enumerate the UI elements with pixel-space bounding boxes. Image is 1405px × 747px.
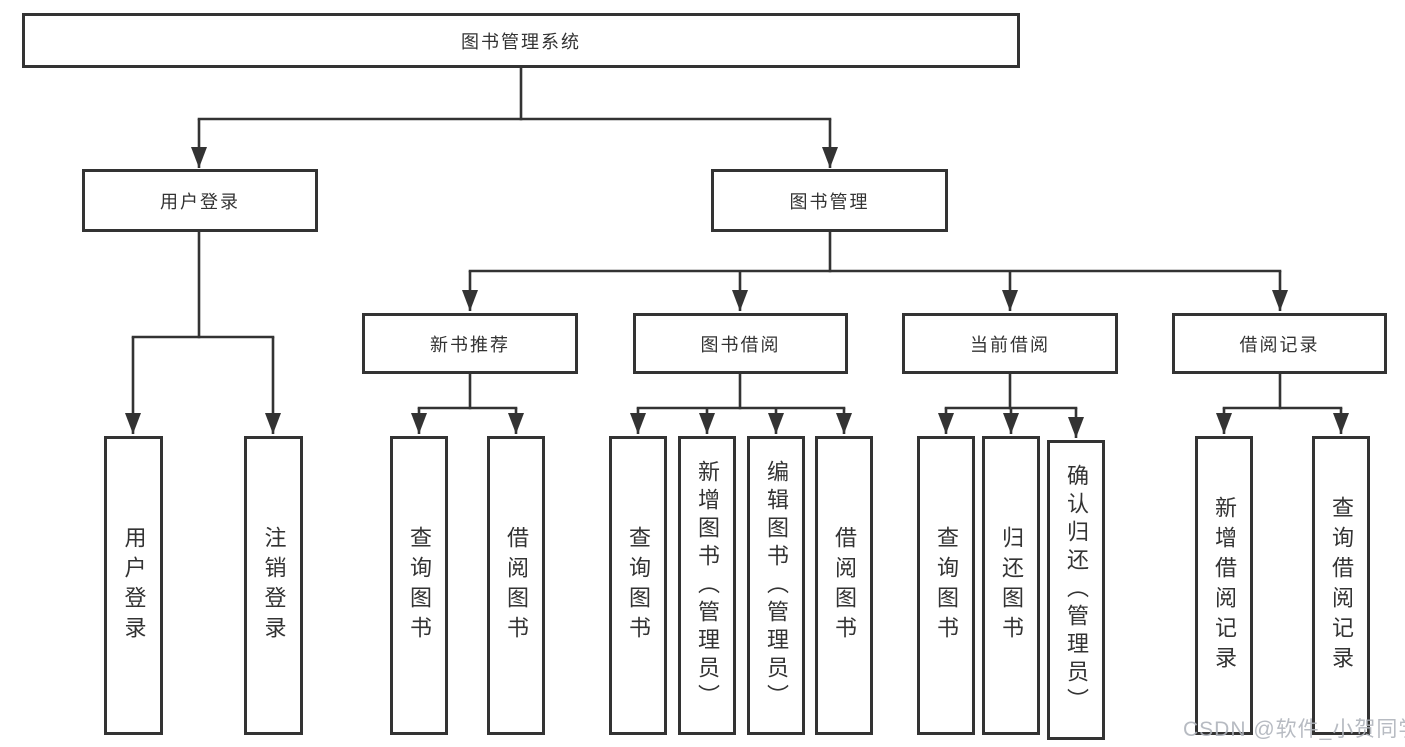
- leaf-add-borrow-record: 新增借阅记录: [1195, 436, 1253, 735]
- leaf-recommend-query-books: 查询图书: [390, 436, 448, 735]
- node-new-book-recommendation: 新书推荐: [362, 313, 578, 374]
- node-current-borrowing: 当前借阅: [902, 313, 1118, 374]
- node-label: 归还图书: [999, 525, 1024, 646]
- node-label: 查询借阅记录: [1329, 495, 1354, 676]
- node-label: 图书管理: [789, 191, 870, 212]
- node-label: 查询图书: [934, 525, 959, 646]
- node-label: 借阅记录: [1239, 334, 1320, 355]
- node-label: 用户登录: [121, 525, 147, 646]
- leaf-borrowing-query-books: 查询图书: [609, 436, 667, 735]
- node-label: 借阅图书: [832, 525, 857, 646]
- node-label: 新书推荐: [430, 334, 510, 355]
- node-borrowing-records: 借阅记录: [1172, 313, 1387, 374]
- node-label: 新增借阅记录: [1212, 495, 1237, 676]
- node-label: 图书管理系统: [461, 31, 581, 52]
- leaf-logout: 注销登录: [244, 436, 303, 735]
- node-label: 新增图书（管理员）: [695, 459, 720, 712]
- node-book-borrowing: 图书借阅: [633, 313, 848, 374]
- node-label: 查询图书: [407, 525, 432, 646]
- node-label: 图书借阅: [700, 334, 781, 355]
- leaf-return-books: 归还图书: [982, 436, 1040, 735]
- node-user-login: 用户登录: [82, 169, 318, 232]
- node-label: 注销登录: [261, 525, 287, 646]
- node-library-system-root: 图书管理系统: [22, 13, 1020, 68]
- node-label: 当前借阅: [970, 334, 1050, 355]
- leaf-current-query-books: 查询图书: [917, 436, 975, 735]
- node-label: 借阅图书: [504, 525, 529, 646]
- node-book-management: 图书管理: [711, 169, 948, 232]
- node-label: 查询图书: [626, 525, 651, 646]
- leaf-query-borrow-record: 查询借阅记录: [1312, 436, 1370, 735]
- leaf-recommend-borrow-books: 借阅图书: [487, 436, 545, 735]
- node-label: 用户登录: [160, 191, 240, 212]
- node-label: 确认归还（管理员）: [1064, 464, 1089, 716]
- csdn-watermark: CSDN @软件_小贺同学: [1183, 718, 1405, 741]
- leaf-borrowing-borrow-books: 借阅图书: [815, 436, 873, 735]
- leaf-user-login: 用户登录: [104, 436, 163, 735]
- leaf-edit-books-admin: 编辑图书（管理员）: [747, 436, 805, 735]
- node-label: 编辑图书（管理员）: [764, 459, 789, 712]
- leaf-confirm-return-admin: 确认归还（管理员）: [1047, 440, 1105, 740]
- leaf-add-books-admin: 新增图书（管理员）: [678, 436, 736, 735]
